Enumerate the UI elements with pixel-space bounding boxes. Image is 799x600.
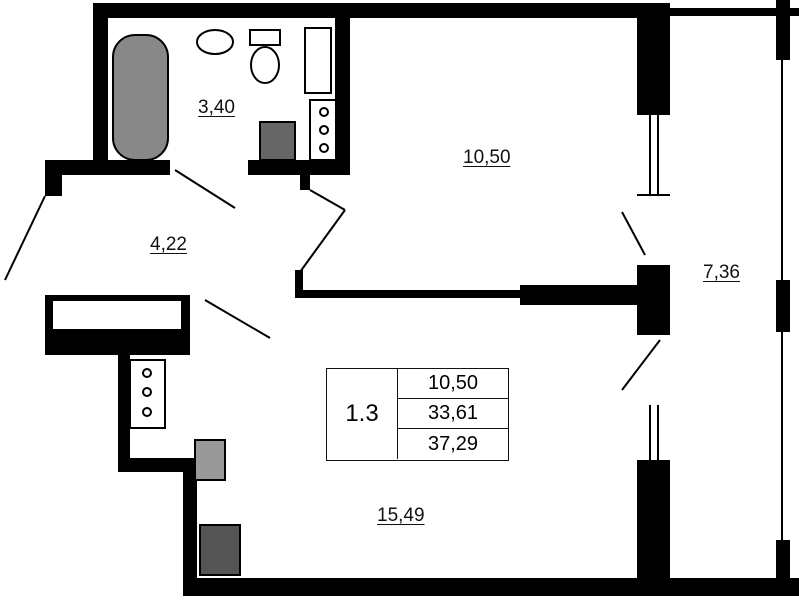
fixtures xyxy=(4,27,783,576)
total-area: 33,61 xyxy=(397,399,508,429)
kitchen-living-area: 15,49 xyxy=(377,505,425,526)
apartment-number: 1.3 xyxy=(345,400,379,427)
balcony-area: 7,36 xyxy=(703,262,740,283)
hall-area: 4,22 xyxy=(150,234,187,255)
apartment-summary: 1.3 10,50 33,61 37,29 xyxy=(326,368,509,461)
living-area: 10,50 xyxy=(397,369,508,399)
bedroom-area: 10,50 xyxy=(463,147,511,168)
total-with-balcony: 37,29 xyxy=(397,429,508,459)
bathroom-area: 3,40 xyxy=(198,97,235,118)
